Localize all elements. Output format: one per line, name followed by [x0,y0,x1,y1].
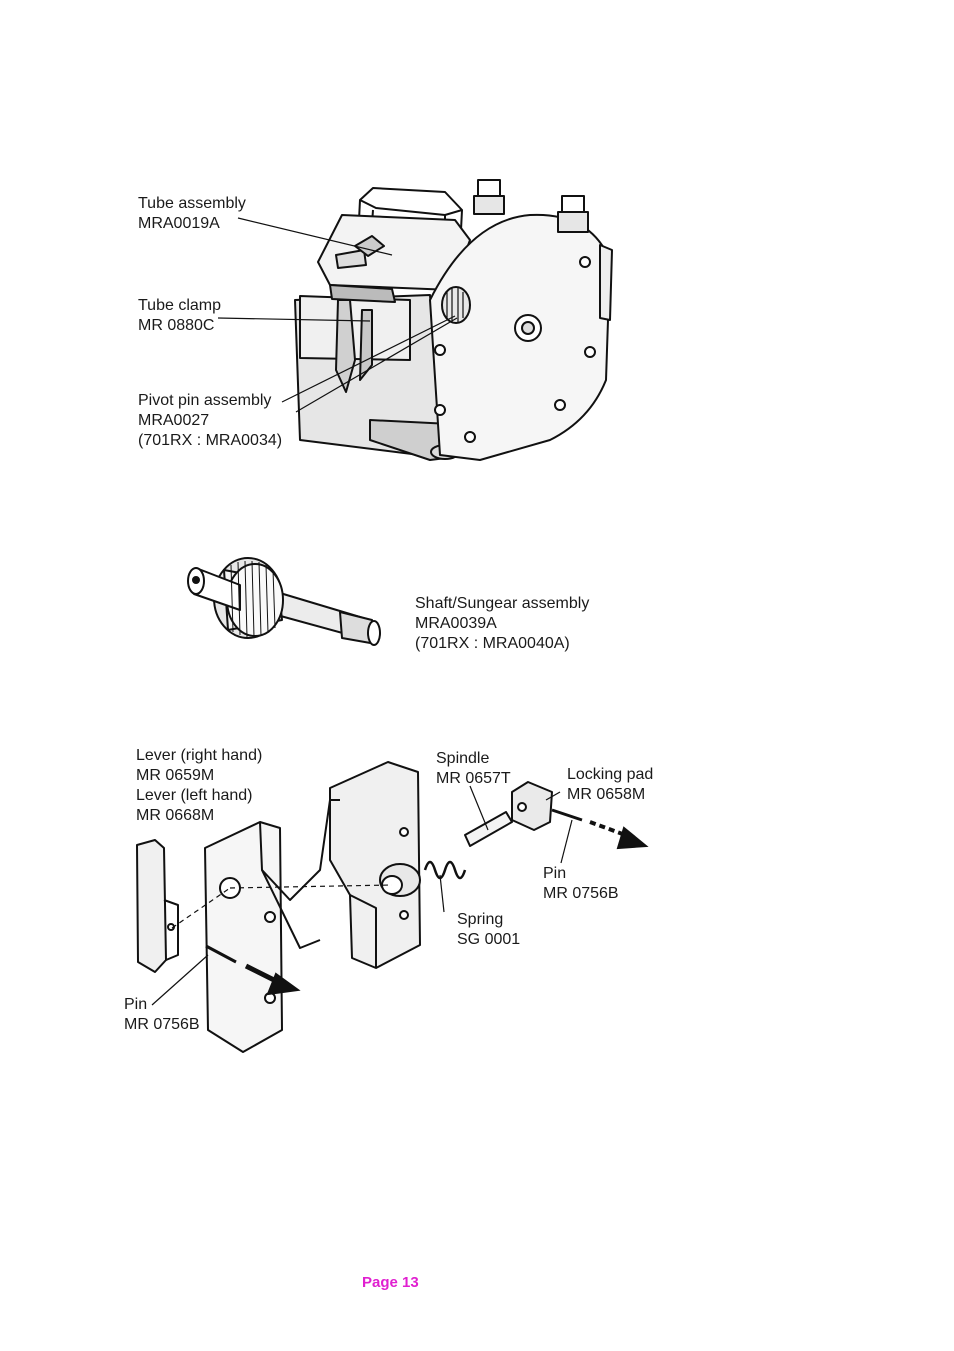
spindle-callout: Spindle MR 0657T [436,749,511,789]
tube-assembly-callout: Tube assembly MRA0019A [138,194,246,234]
shaft-sungear-callout: Shaft/Sungear assembly MRA0039A (701RX :… [415,594,589,654]
pivot-pin-callout: Pivot pin assembly MRA0027 (701RX : MRA0… [138,391,282,451]
spring-name: Spring [457,911,504,928]
tube-clamp-callout: Tube clamp MR 0880C [138,296,221,336]
pivot-pin-variant: (701RX : MRA0034) [138,432,283,449]
pin-right-name: Pin [543,865,567,882]
lever-right-name: Lever (right hand) [136,747,263,764]
spindle-name: Spindle [436,750,490,767]
pin-right-part: MR 0756B [543,885,619,902]
tube-clamp-name: Tube clamp [138,297,221,314]
pin-left-part: MR 0756B [124,1016,200,1033]
tube-clamp-part: MR 0880C [138,317,215,334]
locking-pad-part: MR 0658M [567,786,646,803]
tube-assembly-part: MRA0019A [138,215,220,232]
locking-pad-callout: Locking pad MR 0658M [567,765,653,805]
lever-callout: Lever (right hand) MR 0659M Lever (left … [136,746,262,826]
lever-left-name: Lever (left hand) [136,787,253,804]
pin-left-name: Pin [124,996,148,1013]
shaft-sungear-variant: (701RX : MRA0040A) [415,635,570,652]
lever-left-part: MR 0668M [136,807,215,824]
pivot-pin-part: MRA0027 [138,412,210,429]
pin-left-callout: Pin MR 0756B [124,995,200,1035]
spring-callout: Spring SG 0001 [457,910,520,950]
shaft-sungear-part: MRA0039A [415,615,497,632]
locking-pad-name: Locking pad [567,766,654,783]
page-number: Page 13 [362,1274,419,1291]
pin-right-callout: Pin MR 0756B [543,864,619,904]
spring-part: SG 0001 [457,931,521,948]
lever-right-part: MR 0659M [136,767,215,784]
shaft-sungear-name: Shaft/Sungear assembly [415,595,590,612]
pivot-pin-name: Pivot pin assembly [138,392,272,409]
tube-assembly-name: Tube assembly [138,195,246,212]
spindle-part: MR 0657T [436,770,511,787]
